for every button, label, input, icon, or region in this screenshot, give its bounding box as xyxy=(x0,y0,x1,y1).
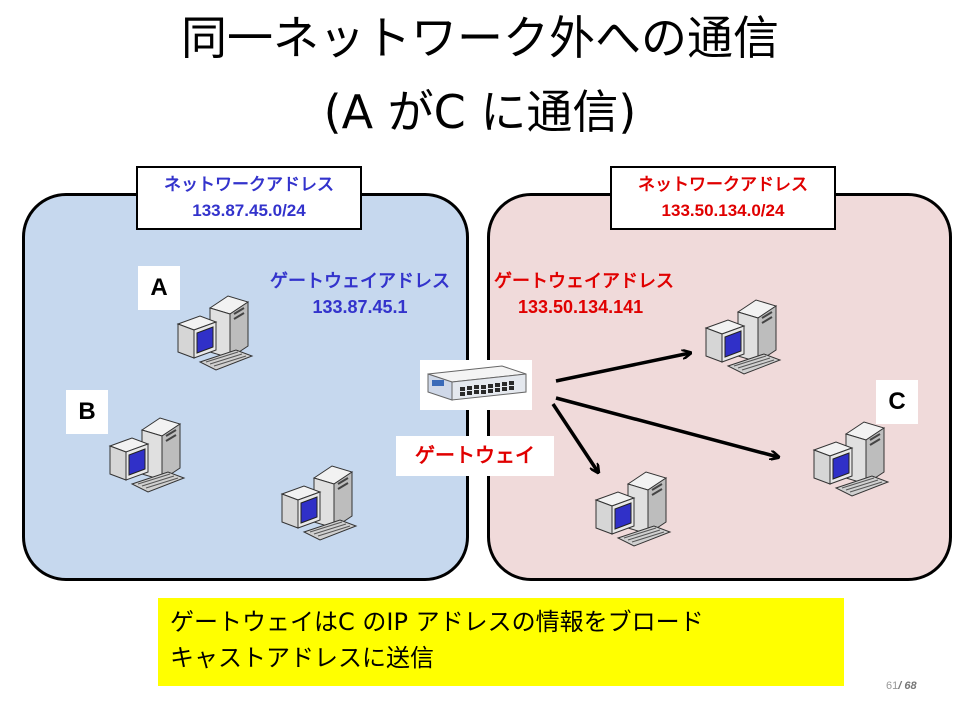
explanation-note: ゲートウェイはC のIP アドレスの情報をブロード キャストアドレスに送信 xyxy=(158,598,844,686)
node-label-c: C xyxy=(876,380,918,424)
computer-c-icon xyxy=(806,412,896,502)
network-switch-icon xyxy=(427,365,527,401)
left-gateway-address-label: ゲートウェイアドレス xyxy=(270,271,450,291)
left-network-address-label: ネットワークアドレス xyxy=(164,175,334,194)
gateway-device xyxy=(420,360,532,410)
right-network-address-box: ネットワークアドレス 133.50.134.0/24 xyxy=(610,166,836,230)
note-line-2: キャストアドレスに送信 xyxy=(170,644,434,672)
computer-icon xyxy=(274,456,364,546)
page-number: 61/ 68 xyxy=(886,680,917,692)
right-network-address-label: ネットワークアドレス xyxy=(638,175,808,194)
left-gateway-address: ゲートウェイアドレス 133.87.45.1 xyxy=(250,268,470,320)
computer-icon xyxy=(588,462,678,552)
right-gateway-address-label: ゲートウェイアドレス xyxy=(494,271,674,291)
page-current: 61 xyxy=(886,680,899,692)
node-label-a: A xyxy=(138,266,180,310)
right-network-region xyxy=(487,193,952,581)
computer-b-icon xyxy=(102,408,192,498)
left-network-address-box: ネットワークアドレス 133.87.45.0/24 xyxy=(136,166,362,230)
computer-icon xyxy=(698,290,788,380)
gateway-label: ゲートウェイ xyxy=(396,436,554,476)
left-network-region xyxy=(22,193,469,581)
right-gateway-address: ゲートウェイアドレス 133.50.134.141 xyxy=(494,268,674,320)
left-network-address-value: 133.87.45.0/24 xyxy=(192,201,306,220)
right-gateway-address-value: 133.50.134.141 xyxy=(518,297,644,317)
slide-title-line-2: (A がC に通信) xyxy=(323,85,637,139)
node-label-b: B xyxy=(66,390,108,434)
computer-a-icon xyxy=(170,286,260,376)
right-network-address-value: 133.50.134.0/24 xyxy=(661,201,785,220)
note-line-1: ゲートウェイはC のIP アドレスの情報をブロード xyxy=(170,608,704,636)
slide-title-line-1: 同一ネットワーク外への通信 xyxy=(181,11,779,65)
page-total: / 68 xyxy=(898,680,917,692)
left-gateway-address-value: 133.87.45.1 xyxy=(312,297,408,317)
